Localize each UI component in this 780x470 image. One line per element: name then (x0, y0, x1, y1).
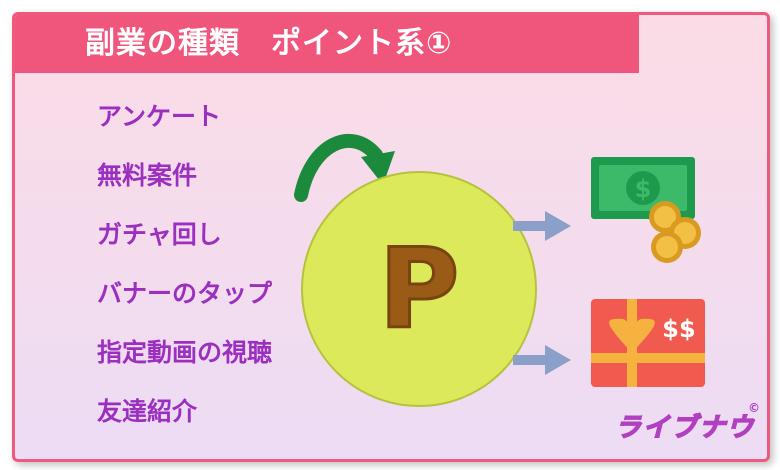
point-coin-letter: P (377, 224, 461, 355)
dollar-symbol: $ (635, 175, 652, 203)
gift-card-dollar-label: $$ (662, 315, 695, 343)
copyright-mark: © (748, 401, 760, 415)
slide-title: 副業の種類 ポイント系① (15, 15, 639, 73)
banknote-and-coins-icon: $ (591, 157, 701, 263)
list-item: アンケート (97, 102, 222, 131)
brand-logo: ライブナウ (614, 412, 756, 444)
slide-card: 副業の種類 ポイント系① アンケート 無料案件 ガチャ回し バナーのタップ 指定… (12, 12, 770, 462)
list-item: 無料案件 (97, 161, 198, 190)
right-arrow-icon (513, 345, 571, 375)
curved-arrow-icon (294, 133, 395, 202)
list-item: バナーのタップ (97, 279, 273, 308)
point-coin: P (301, 171, 537, 407)
task-list: アンケート 無料案件 ガチャ回し バナーのタップ 指定動画の視聴 友達紹介 (97, 99, 272, 453)
right-arrow-icon (513, 211, 571, 241)
list-item: 友達紹介 (97, 397, 198, 426)
list-item: 指定動画の視聴 (97, 338, 273, 367)
list-item: ガチャ回し (97, 220, 222, 249)
gift-card-icon: $$ (591, 299, 705, 387)
